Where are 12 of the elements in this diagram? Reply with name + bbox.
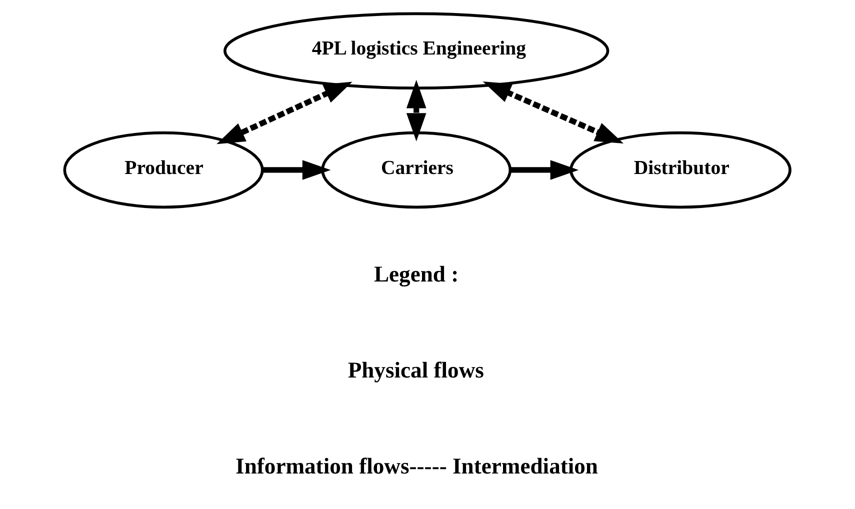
node-ellipse: Distributor xyxy=(570,131,792,209)
arrow xyxy=(482,82,624,144)
arrow xyxy=(406,80,426,142)
label: Legend : xyxy=(374,262,459,287)
arrow xyxy=(216,82,352,144)
legend-label: Information flows----- Intermediation xyxy=(236,454,598,479)
node-ellipse: Carriers xyxy=(321,131,512,209)
legend-label: Physical flows xyxy=(348,358,484,383)
arrow xyxy=(262,160,331,180)
node-ellipse: 4PL logistics Engineering xyxy=(224,12,610,90)
node-ellipse: Producer xyxy=(63,131,264,209)
arrow xyxy=(510,160,579,180)
